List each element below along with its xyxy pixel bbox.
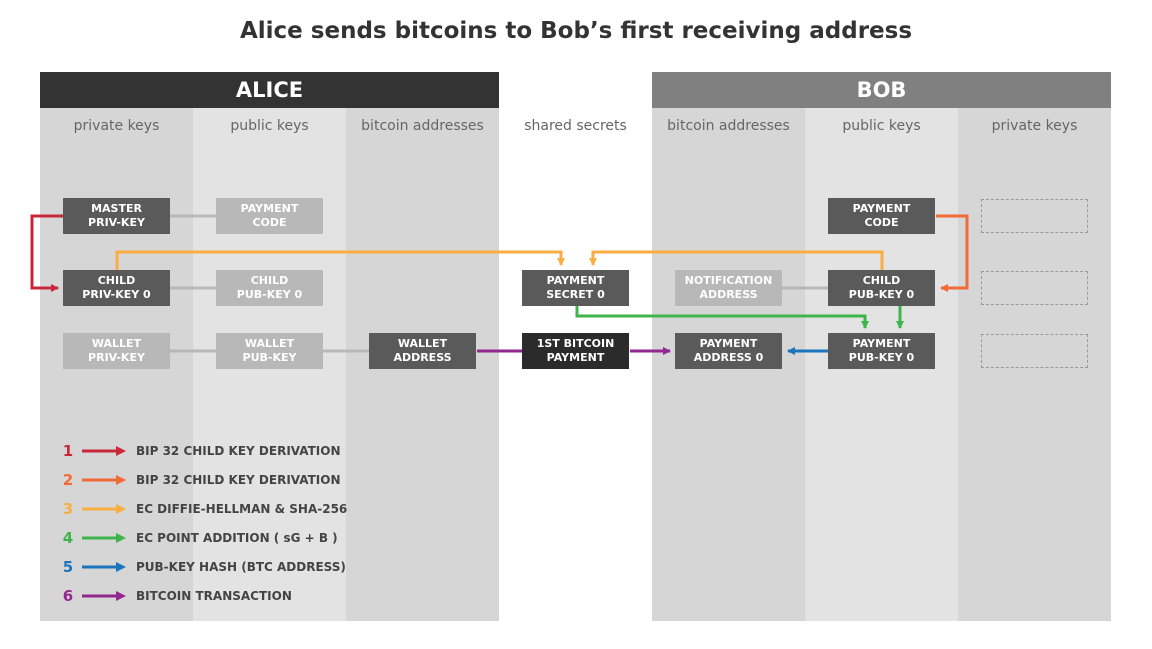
red-arrow bbox=[30, 214, 63, 292]
box-line: CODE bbox=[864, 216, 899, 229]
box-line: 1ST BITCOIN bbox=[536, 337, 615, 350]
alice-wallet-pub-key-box: WALLET PUB-KEY bbox=[216, 333, 323, 369]
orange-arrow bbox=[936, 214, 969, 292]
alice-master-priv-key-box: MASTER PRIV-KEY bbox=[63, 198, 170, 234]
yellow-arrow-alice bbox=[115, 250, 565, 270]
legend-number: 5 bbox=[62, 558, 74, 576]
legend-item: 4 EC POINT ADDITION ( sG + B ) bbox=[60, 528, 338, 548]
bob-child-pub-key-box: CHILD PUB-KEY 0 bbox=[828, 270, 935, 306]
alice-payment-code-box: PAYMENT CODE bbox=[216, 198, 323, 234]
alice-child-priv-key-box: CHILD PRIV-KEY 0 bbox=[63, 270, 170, 306]
alice-col-private-keys: private keys bbox=[73, 118, 160, 134]
box-line: PAYMENT bbox=[699, 337, 758, 350]
box-line: PAYMENT bbox=[852, 337, 911, 350]
bob-notification-address-box: NOTIFICATION ADDRESS bbox=[675, 270, 782, 306]
box-line: PUB-KEY 0 bbox=[236, 288, 303, 301]
legend-number: 2 bbox=[62, 471, 74, 489]
bob-private-key-placeholder bbox=[981, 334, 1088, 368]
shared-secrets-col: shared secrets bbox=[524, 118, 627, 134]
green-arrow-secret bbox=[575, 306, 869, 329]
yellow-arrow-bob bbox=[589, 250, 884, 270]
payment-secret-box: PAYMENT SECRET 0 bbox=[522, 270, 629, 306]
legend-label: BIP 32 CHILD KEY DERIVATION bbox=[136, 444, 341, 458]
box-line: CHILD bbox=[862, 274, 901, 287]
box-line: PRIV-KEY 0 bbox=[82, 288, 151, 301]
box-line: NOTIFICATION bbox=[684, 274, 773, 287]
box-line: PUB-KEY bbox=[242, 351, 297, 364]
box-line: PAYMENT bbox=[852, 202, 911, 215]
legend-arrow-icon bbox=[82, 533, 126, 543]
bob-payment-code-box: PAYMENT CODE bbox=[828, 198, 935, 234]
alice-header: ALICE bbox=[40, 72, 499, 108]
box-line: PAYMENT bbox=[240, 202, 299, 215]
box-line: PUB-KEY 0 bbox=[848, 351, 915, 364]
box-line: WALLET bbox=[91, 337, 142, 350]
box-line: PRIV-KEY bbox=[88, 351, 145, 364]
legend-arrow-icon bbox=[82, 591, 126, 601]
legend-arrow-icon bbox=[82, 504, 126, 514]
box-line: PUB-KEY 0 bbox=[848, 288, 915, 301]
box-line: SECRET 0 bbox=[546, 288, 605, 301]
bob-private-key-placeholder bbox=[981, 271, 1088, 305]
box-line: ADDRESS bbox=[393, 351, 452, 364]
box-line: CHILD bbox=[97, 274, 136, 287]
alice-wallet-priv-key-box: WALLET PRIV-KEY bbox=[63, 333, 170, 369]
bob-col-bitcoin-addresses: bitcoin addresses bbox=[667, 118, 790, 134]
bob-header: BOB bbox=[652, 72, 1111, 108]
bob-private-keys-column bbox=[958, 108, 1111, 621]
alice-wallet-address-box: WALLET ADDRESS bbox=[369, 333, 476, 369]
legend-arrow-icon bbox=[82, 562, 126, 572]
legend-number: 3 bbox=[62, 500, 74, 518]
bob-col-public-keys: public keys bbox=[842, 118, 921, 134]
diagram-title: Alice sends bitcoins to Bob’s first rece… bbox=[239, 18, 913, 44]
legend-label: BIP 32 CHILD KEY DERIVATION bbox=[136, 473, 341, 487]
legend-item: 5 PUB-KEY HASH (BTC ADDRESS) bbox=[60, 557, 346, 577]
bob-col-private-keys: private keys bbox=[991, 118, 1078, 134]
box-line: PAYMENT bbox=[546, 274, 605, 287]
legend-item: 3 EC DIFFIE-HELLMAN & SHA-256 bbox=[60, 499, 348, 519]
legend-item: 2 BIP 32 CHILD KEY DERIVATION bbox=[60, 470, 341, 490]
legend-label: EC DIFFIE-HELLMAN & SHA-256 bbox=[136, 502, 348, 516]
legend-arrow-icon bbox=[82, 446, 126, 456]
bob-payment-address-box: PAYMENT ADDRESS 0 bbox=[675, 333, 782, 369]
bob-payment-pub-key-box: PAYMENT PUB-KEY 0 bbox=[828, 333, 935, 369]
box-line: PRIV-KEY bbox=[88, 216, 145, 229]
bob-private-key-placeholder bbox=[981, 199, 1088, 233]
legend-label: EC POINT ADDITION ( sG + B ) bbox=[136, 531, 338, 545]
legend-label: PUB-KEY HASH (BTC ADDRESS) bbox=[136, 560, 346, 574]
legend-number: 6 bbox=[62, 587, 74, 605]
legend-number: 4 bbox=[62, 529, 74, 547]
alice-child-pub-key-box: CHILD PUB-KEY 0 bbox=[216, 270, 323, 306]
alice-col-public-keys: public keys bbox=[230, 118, 309, 134]
box-line: PAYMENT bbox=[546, 351, 605, 364]
box-line: CHILD bbox=[250, 274, 289, 287]
legend-arrow-icon bbox=[82, 475, 126, 485]
box-line: ADDRESS 0 bbox=[693, 351, 764, 364]
box-line: CODE bbox=[252, 216, 287, 229]
legend-number: 1 bbox=[62, 442, 74, 460]
box-line: WALLET bbox=[244, 337, 295, 350]
box-line: ADDRESS bbox=[699, 288, 758, 301]
legend-label: BITCOIN TRANSACTION bbox=[136, 589, 292, 603]
alice-col-bitcoin-addresses: bitcoin addresses bbox=[361, 118, 484, 134]
box-line: MASTER bbox=[91, 202, 142, 215]
first-bitcoin-payment-box: 1ST BITCOIN PAYMENT bbox=[522, 333, 629, 369]
box-line: WALLET bbox=[397, 337, 448, 350]
legend-item: 1 BIP 32 CHILD KEY DERIVATION bbox=[60, 441, 341, 461]
legend-item: 6 BITCOIN TRANSACTION bbox=[60, 586, 292, 606]
